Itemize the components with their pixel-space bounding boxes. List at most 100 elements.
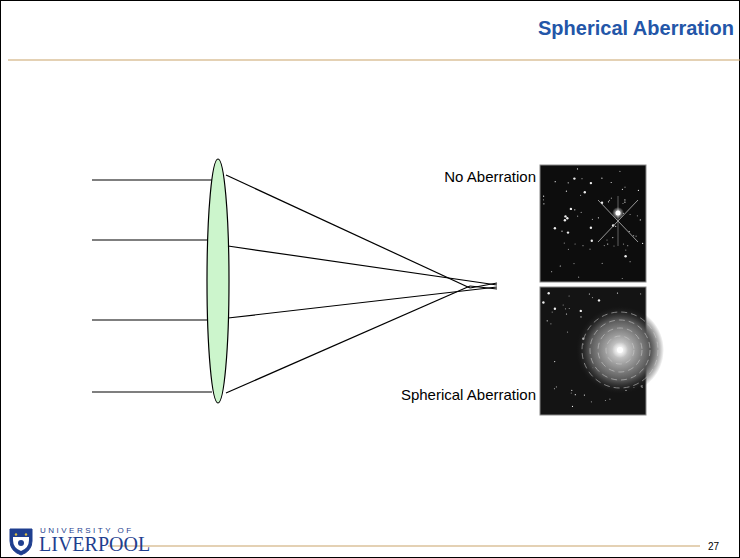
star-dot (552, 312, 553, 313)
star-dot (573, 263, 574, 264)
star-dot (625, 250, 626, 251)
star-dot (554, 227, 556, 229)
star-dot (543, 199, 544, 200)
star-dot (566, 191, 567, 192)
star-dot (564, 215, 566, 217)
star-dot (575, 243, 576, 244)
star-dot (564, 219, 566, 221)
star-dot (584, 395, 585, 396)
star-dot (568, 182, 569, 183)
star-dot (630, 214, 631, 215)
star-dot (564, 243, 565, 244)
star-dot (619, 171, 620, 172)
star-dot (582, 245, 583, 246)
star-dot (637, 215, 638, 216)
star-dot (640, 219, 641, 220)
refracted-rays (226, 175, 497, 393)
aberration-ring (598, 328, 642, 372)
star-dot (543, 196, 544, 197)
star-dot (622, 189, 623, 190)
star-dot (581, 212, 582, 213)
star-dot (606, 239, 607, 240)
star-dot (554, 308, 556, 310)
star-dot (568, 249, 569, 250)
star-dot (611, 198, 612, 199)
star-dot (554, 361, 555, 362)
star-dot (623, 244, 624, 245)
star-dot (612, 237, 613, 238)
star-dot (577, 168, 578, 169)
star-dot (571, 390, 572, 391)
star-dot (601, 178, 602, 179)
star-dot (565, 308, 566, 309)
star-dot (542, 301, 544, 303)
star-dot (640, 293, 641, 294)
star-dot (577, 216, 578, 217)
star-dot (604, 245, 605, 246)
star-dot (622, 278, 623, 279)
star-dot (602, 263, 603, 264)
star-dot (572, 406, 573, 407)
star-dot (567, 332, 568, 333)
star-dot (550, 323, 551, 324)
footer-rule (108, 545, 700, 546)
star-dot (598, 299, 600, 301)
aberration-ring (606, 336, 634, 364)
star-dot (613, 245, 614, 246)
convex-lens (207, 159, 229, 403)
star-dot (624, 187, 625, 188)
star-dot (566, 313, 567, 314)
star-dot (555, 181, 556, 182)
star-dot (617, 293, 618, 294)
star-dot (561, 231, 562, 232)
star-dot (624, 202, 625, 203)
star-dot (566, 217, 568, 219)
star-dot (584, 191, 586, 193)
star-dot (556, 386, 557, 387)
star-dot (630, 261, 631, 262)
star-dot (581, 178, 582, 179)
aberration-ring (582, 312, 658, 388)
star-dot (563, 304, 564, 305)
star-dot (592, 297, 593, 298)
star-dot (575, 394, 576, 395)
star-dot (567, 231, 569, 233)
star-image-aberrated (540, 287, 664, 415)
light-rays (92, 180, 212, 392)
star-dot (569, 295, 570, 296)
university-name: LIVERPOOL (39, 534, 150, 554)
star-dot (548, 292, 550, 294)
star-dot (580, 310, 582, 312)
star-dot (608, 201, 609, 202)
star-dot (642, 243, 643, 244)
university-crest (10, 529, 32, 555)
star-dot (590, 182, 592, 184)
star-dot (627, 245, 628, 246)
star-dot (578, 277, 579, 278)
star-dot (636, 236, 637, 237)
star-image-sharp (540, 165, 646, 282)
star-dot (551, 271, 552, 272)
star-dot (615, 226, 616, 227)
star-dot (624, 255, 626, 257)
star-dot (570, 208, 572, 210)
star-dot (611, 182, 612, 183)
star-dot (543, 203, 544, 204)
page-number: 27 (708, 541, 719, 552)
star-dot (590, 227, 592, 229)
star-dot (580, 195, 581, 196)
star-dot (609, 399, 610, 400)
star-dot (589, 249, 590, 250)
slide-title: Spherical Aberration (538, 17, 734, 40)
star-dot (580, 316, 581, 317)
star-dot (574, 209, 575, 210)
image-label: Spherical Aberration (401, 386, 536, 403)
star-dot (591, 240, 593, 242)
star-dot (633, 235, 634, 236)
aberration-ring (590, 320, 650, 380)
image-label: No Aberration (444, 168, 536, 185)
star-dot (592, 219, 593, 220)
star-dot (560, 265, 561, 266)
star-dot (569, 308, 570, 309)
